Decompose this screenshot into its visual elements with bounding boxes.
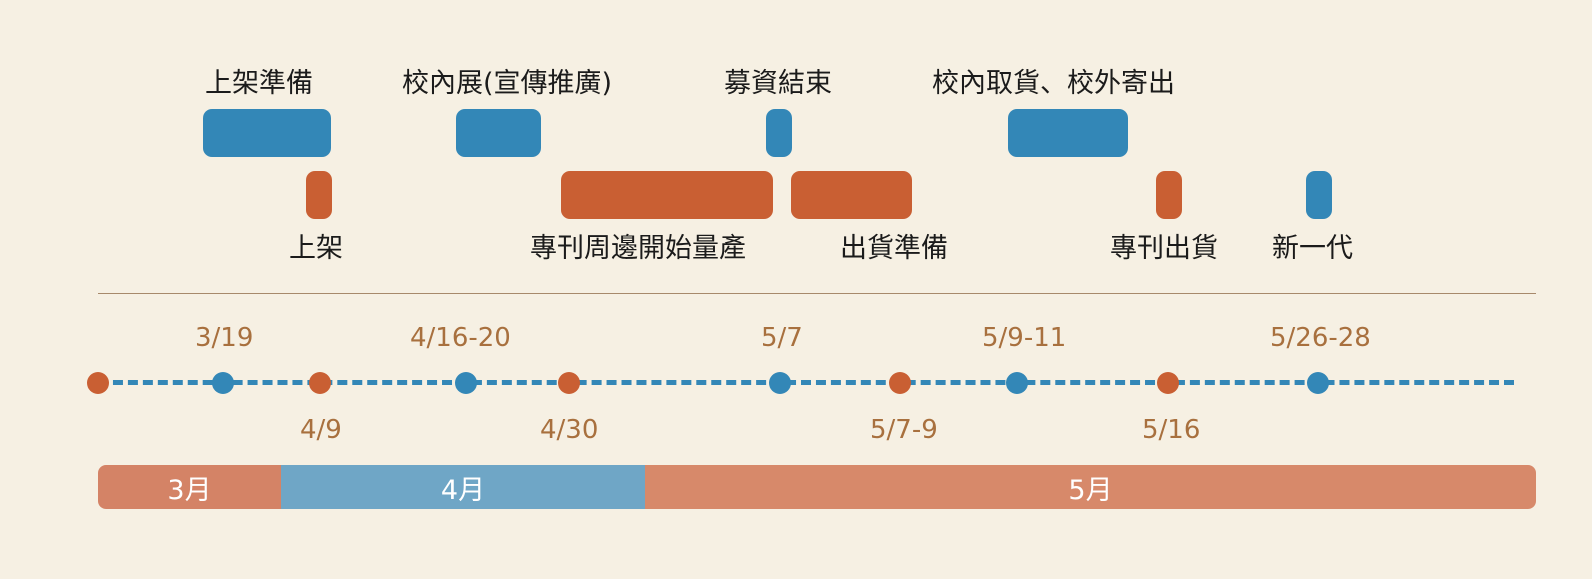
bar-pickup-shipping — [1008, 109, 1128, 157]
date-bottom-2: 4/30 — [540, 415, 599, 445]
milestone-label-pickup-shipping: 校內取貨、校外寄出 — [932, 68, 1175, 99]
divider-line — [98, 293, 1536, 294]
timeline-dot — [1157, 372, 1179, 394]
timeline-dot — [769, 372, 791, 394]
milestone-label-listing: 上架 — [289, 233, 343, 264]
bar-production — [561, 171, 773, 219]
milestone-label-shipping-prep: 出貨準備 — [840, 233, 948, 264]
bar-campus-exhibition — [456, 109, 541, 157]
bar-new-generation — [1306, 171, 1332, 219]
month-april: 4月 — [281, 465, 645, 509]
date-bottom-3: 5/7-9 — [870, 415, 938, 445]
date-top-4: 5/9-11 — [982, 323, 1067, 353]
date-bottom-1: 4/9 — [300, 415, 342, 445]
milestone-label-new-generation: 新一代 — [1272, 233, 1353, 264]
date-top-3: 5/7 — [761, 323, 803, 353]
timeline-dot — [1307, 372, 1329, 394]
milestone-label-production: 專刊周邊開始量產 — [530, 233, 746, 264]
timeline-dot — [558, 372, 580, 394]
bar-shipping-prep — [791, 171, 912, 219]
date-top-1: 3/19 — [195, 323, 254, 353]
bar-magazine-shipping — [1156, 171, 1182, 219]
milestone-label-campus-exhibition: 校內展(宣傳推廣) — [402, 68, 613, 99]
month-bar: 3月 4月 5月 — [98, 465, 1536, 509]
date-top-5: 5/26-28 — [1270, 323, 1371, 353]
date-top-2: 4/16-20 — [410, 323, 511, 353]
month-may: 5月 — [645, 465, 1536, 509]
month-march: 3月 — [98, 465, 281, 509]
bar-listing — [306, 171, 332, 219]
milestone-label-listing-prep: 上架準備 — [205, 68, 313, 99]
bar-funding-end — [766, 109, 792, 157]
timeline-dot — [889, 372, 911, 394]
milestone-label-magazine-shipping: 專刊出貨 — [1110, 233, 1218, 264]
timeline-dot — [309, 372, 331, 394]
timeline-dashed-line — [98, 380, 1514, 385]
timeline-dot — [212, 372, 234, 394]
milestone-label-funding-end: 募資結束 — [724, 68, 832, 99]
timeline-dot — [87, 372, 109, 394]
date-bottom-4: 5/16 — [1142, 415, 1201, 445]
timeline-dot — [455, 372, 477, 394]
timeline-dot — [1006, 372, 1028, 394]
bar-listing-prep — [203, 109, 331, 157]
